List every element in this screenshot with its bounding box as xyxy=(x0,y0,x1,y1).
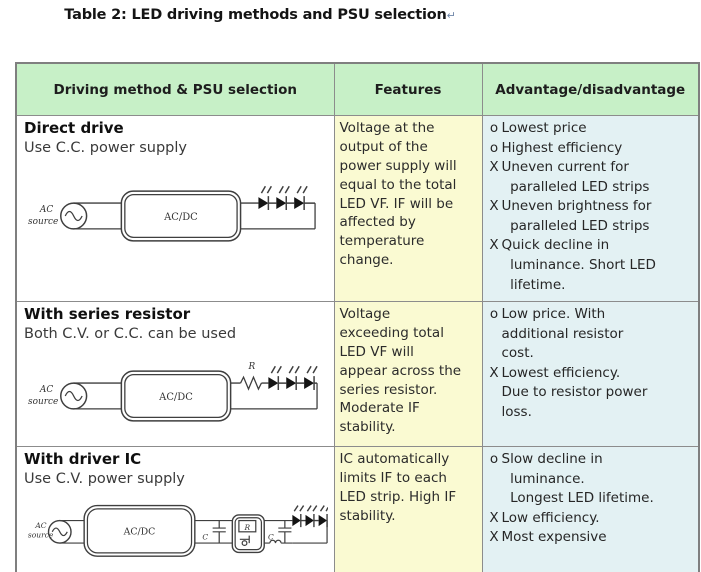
led-chain-icon xyxy=(292,505,328,545)
direct-drive-circuit-diagram: AC source AC/DC xyxy=(28,186,316,242)
sine-wave-icon xyxy=(64,211,83,222)
disadvantage-marker: X xyxy=(489,198,499,215)
point-text: Lowest efficiency. Due to resistor power… xyxy=(501,364,648,420)
acdc-box-inner xyxy=(124,194,238,239)
disadvantage-marker: X xyxy=(489,159,499,176)
table-caption: Table 2: LED driving methods and PSU sel… xyxy=(0,7,520,23)
ac-source-label: AC xyxy=(34,521,46,530)
method-cell: With series resistor Both C.V. or C.C. c… xyxy=(15,301,335,447)
point-text: Slow decline in luminance. Longest LED l… xyxy=(501,451,654,507)
disadvantage-marker: X xyxy=(489,529,499,546)
acdc-label: AC/DC xyxy=(163,212,198,223)
ic-resistor-label: R xyxy=(244,523,251,532)
acdc-box-outer xyxy=(120,370,232,422)
column-header-features: Features xyxy=(333,62,483,116)
method-name: With series resistor xyxy=(24,305,191,323)
circuit-wires xyxy=(59,520,293,545)
ac-source-label2: source xyxy=(28,531,54,540)
capacitor-label: C xyxy=(202,533,208,542)
method-cell: Direct drive Use C.C. power supply AC so… xyxy=(15,115,335,302)
advantage-marker: o xyxy=(489,306,499,322)
disadvantage-marker: X xyxy=(489,364,499,381)
circuit-wires xyxy=(73,382,318,410)
circuit-wires xyxy=(73,202,316,230)
ac-source-label: AC xyxy=(39,385,53,395)
point-text: Quick decline in luminance. Short LED li… xyxy=(501,237,656,293)
psu-note: Use C.C. power supply xyxy=(24,139,187,156)
point-text: Uneven brightness for paralleled LED str… xyxy=(501,198,652,234)
resistor-icon xyxy=(239,375,262,392)
method-name: Direct drive xyxy=(24,119,124,137)
advantage-marker: o xyxy=(489,139,499,156)
column-header-advantage-disadvantage: Advantage/disadvantage xyxy=(481,62,700,116)
acdc-label: AC/DC xyxy=(123,527,156,538)
advantage-marker: o xyxy=(489,120,499,136)
table-row-direct-drive: Direct drive Use C.C. power supply AC so… xyxy=(15,115,700,302)
acdc-box-inner xyxy=(86,508,193,554)
disadvantage-marker: X xyxy=(489,509,499,526)
ac-source-label2: source xyxy=(28,217,58,227)
advantage-marker: o xyxy=(489,451,499,467)
driver-ic-box: R xyxy=(231,514,265,554)
resistor-label: R xyxy=(248,363,256,373)
disadvantage-marker: X xyxy=(489,237,499,254)
ac-source-label: AC xyxy=(39,205,53,215)
point-text: Highest efficiency xyxy=(501,139,623,156)
inductor-icon xyxy=(269,540,282,544)
output-capacitor-icon: C xyxy=(268,520,292,544)
features-cell: Voltage at the output of the power suppl… xyxy=(333,115,483,302)
led-chain-icon xyxy=(268,366,318,391)
column-header-driving-method: Driving method & PSU selection xyxy=(15,62,335,116)
header-row: Driving method & PSU selection Features … xyxy=(15,62,700,116)
features-cell: IC automatically limits IF to each LED s… xyxy=(333,446,483,572)
sine-wave-icon xyxy=(64,391,83,402)
point-text: Low price. With additional resistor cost… xyxy=(501,306,624,362)
point-text: Lowest price xyxy=(501,120,587,136)
point-text: Most expensive xyxy=(501,529,607,546)
point-text: Uneven current for paralleled LED strips xyxy=(501,159,650,195)
features-text: Voltage at the output of the power suppl… xyxy=(339,120,457,269)
driver-ic-circuit-diagram: AC source AC/DC C xyxy=(28,505,328,558)
psu-note: Both C.V. or C.C. can be used xyxy=(24,325,237,342)
features-text: Voltage exceeding total LED VF will appe… xyxy=(339,306,462,436)
method-name: With driver IC xyxy=(24,450,142,468)
ac-source-label2: source xyxy=(28,397,58,407)
paragraph-mark-icon: ↵ xyxy=(446,9,456,22)
sine-wave-icon xyxy=(51,527,68,537)
method-cell: With driver IC Use C.V. power supply AC … xyxy=(15,446,335,572)
acdc-box-inner xyxy=(124,374,228,419)
features-text: IC automatically limits IF to each LED s… xyxy=(339,451,457,524)
acdc-box-outer xyxy=(120,190,242,242)
table-row-series-resistor: With series resistor Both C.V. or C.C. c… xyxy=(15,301,700,447)
series-resistor-circuit-diagram: AC source AC/DC R xyxy=(28,363,318,422)
led-driving-methods-table: Driving method & PSU selection Features … xyxy=(15,62,700,572)
input-capacitor-icon: C xyxy=(202,520,226,544)
table-row-driver-ic: With driver IC Use C.V. power supply AC … xyxy=(15,446,700,572)
point-text: Low efficiency. xyxy=(501,509,600,526)
capacitor-label: C xyxy=(268,533,274,542)
acdc-label: AC/DC xyxy=(158,392,193,403)
psu-note: Use C.V. power supply xyxy=(24,470,185,487)
table-caption-text: Table 2: LED driving methods and PSU sel… xyxy=(64,7,447,23)
led-chain-icon xyxy=(258,186,316,211)
features-cell: Voltage exceeding total LED VF will appe… xyxy=(333,301,483,447)
acdc-box-outer xyxy=(83,505,196,558)
